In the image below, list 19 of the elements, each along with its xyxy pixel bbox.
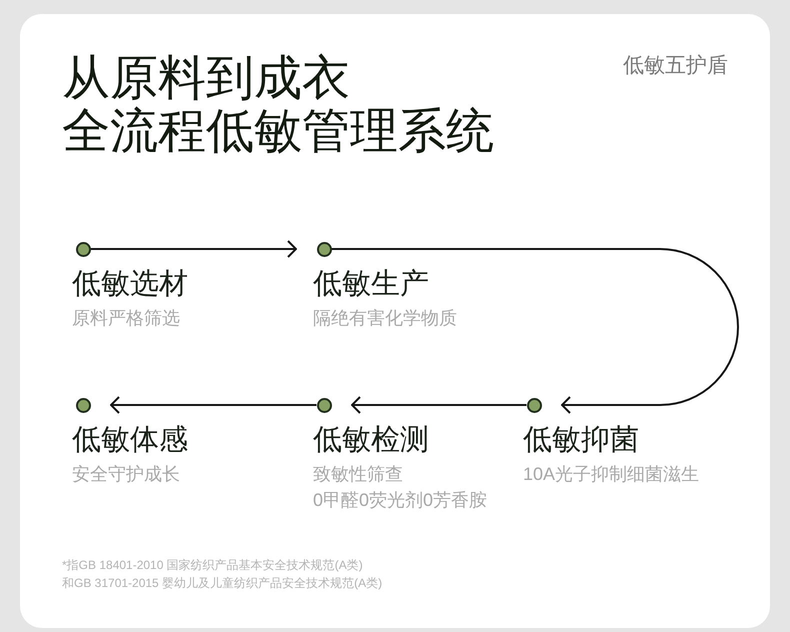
step-title: 低敏选材 [72,267,188,301]
step-title: 低敏检测 [313,423,429,457]
step-description: 10A光子抑制细菌滋生 [523,463,700,486]
step-title: 低敏抑菌 [523,423,639,457]
arrow [90,240,297,258]
step-description: 致敏性筛查 [313,463,403,486]
footnote: 和GB 31701-2015 婴幼儿及儿童纺织产品安全技术规范(A类) [62,575,382,592]
step-description: 安全守护成长 [72,463,180,486]
tag-text: 低敏五护盾 [623,53,728,79]
curved-arrow [332,248,739,414]
step-description: 隔绝有害化学物质 [313,307,457,330]
step-title: 低敏生产 [313,267,429,301]
arrow [351,396,526,414]
step-title: 低敏体感 [72,423,188,457]
title: 从原料到成衣全流程低敏管理系统 [62,52,495,158]
arrow [110,396,316,414]
step-description: 0甲醛0荧光剂0芳香胺 [313,489,488,512]
footnote: *指GB 18401-2010 国家纺织产品基本安全技术规范(A类) [62,557,363,574]
step-description: 原料严格筛选 [72,307,180,330]
